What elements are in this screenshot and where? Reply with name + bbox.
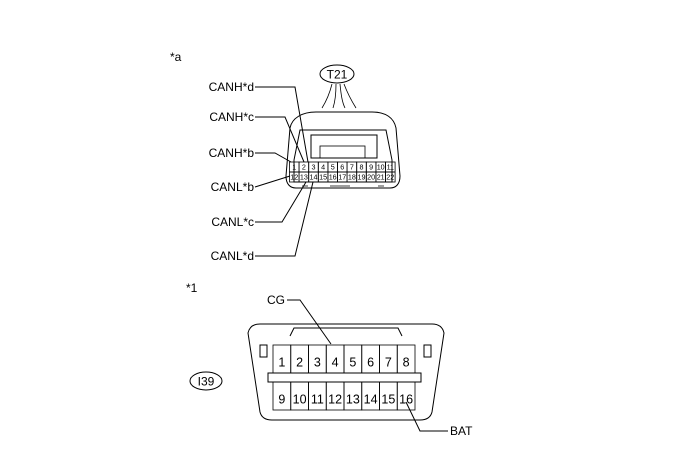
canl-b-label: CANL*b (211, 180, 255, 194)
i39-pin-number: 6 (367, 355, 374, 369)
t21-pin-number: 9 (369, 163, 373, 172)
t21-pin-number: 2 (302, 163, 306, 172)
i39-pin-number: 15 (381, 392, 395, 406)
t21-pin-number: 15 (319, 173, 327, 182)
t21-tag-oval (319, 64, 355, 84)
i39-pin-number: 16 (399, 392, 413, 406)
i39-pin-number: 4 (332, 355, 339, 369)
i39-slot-left (259, 344, 268, 358)
i39-pin-number: 8 (403, 355, 410, 369)
t21-pin-number: 16 (329, 173, 337, 182)
i39-pin-number: 2 (296, 355, 303, 369)
t21-pin-number: 3 (312, 163, 316, 172)
t21-pin-number: 22 (386, 173, 394, 182)
canh-d-leader (255, 86, 309, 163)
t21-pin-number: 13 (300, 173, 308, 182)
cg-label: CG (267, 293, 285, 307)
t21-pin-number: 4 (321, 163, 325, 172)
t21-pin-cell (385, 171, 396, 183)
t21-pin-number: 6 (340, 163, 344, 172)
i39-center-bar (267, 372, 422, 383)
t21-wires (321, 83, 357, 109)
i39-pin-number: 13 (346, 392, 360, 406)
i39-pin-number: 11 (311, 392, 324, 406)
canh-d-label: CANH*d (209, 80, 254, 94)
t21-pin-number: 7 (350, 163, 354, 172)
i39-pin-number: 5 (349, 355, 356, 369)
canh-b-leader (255, 152, 292, 163)
t21-tag: T21 (327, 68, 348, 82)
t21-pin-number: 20 (367, 173, 375, 182)
t21-pin-number: 12 (290, 173, 298, 182)
t21-lock-inner (319, 145, 366, 159)
i39-pin-number: 9 (278, 392, 285, 406)
canl-d-leader (255, 181, 314, 257)
bat-leader (405, 401, 448, 432)
i39-housing (247, 323, 445, 421)
t21-pin-number: 21 (377, 173, 385, 182)
i39-slot-right (423, 344, 432, 358)
bat-label: BAT (450, 424, 473, 438)
t21-pin-number: 5 (331, 163, 335, 172)
i39-pin-number: 10 (293, 392, 307, 406)
t21-pin-number: 8 (360, 163, 364, 172)
t21-pin-number: 14 (310, 173, 318, 182)
t21-pin-number: 10 (377, 163, 385, 172)
i39-pin-number: 1 (278, 355, 285, 369)
t21-pin-number: 17 (338, 173, 346, 182)
t21-pin-number: 19 (358, 173, 366, 182)
marker-a: *a (170, 50, 182, 64)
i39-pin-number: 12 (328, 392, 342, 406)
t21-housing (285, 111, 401, 189)
canl-c-leader (255, 181, 307, 223)
canh-c-leader (255, 116, 305, 163)
i39-pin-number: 14 (364, 392, 378, 406)
i39-pin-number: 7 (385, 355, 392, 369)
t21-pin-number: 1 (292, 163, 296, 172)
t21-pin-number: 11 (387, 163, 394, 172)
i39-pin-number: 3 (314, 355, 321, 369)
canh-c-label: CANH*c (209, 110, 254, 124)
i39-tag-oval (189, 371, 223, 391)
t21-lock (310, 134, 378, 159)
t21-pin-number: 18 (348, 173, 356, 182)
canh-b-label: CANH*b (209, 146, 255, 160)
canl-b-leader (254, 175, 291, 188)
i39-key (289, 327, 403, 337)
canl-c-label: CANL*c (211, 215, 254, 229)
marker-1: *1 (186, 281, 198, 295)
canl-d-label: CANL*d (211, 249, 254, 263)
i39-tag: I39 (198, 375, 215, 389)
cg-leader (287, 299, 332, 345)
